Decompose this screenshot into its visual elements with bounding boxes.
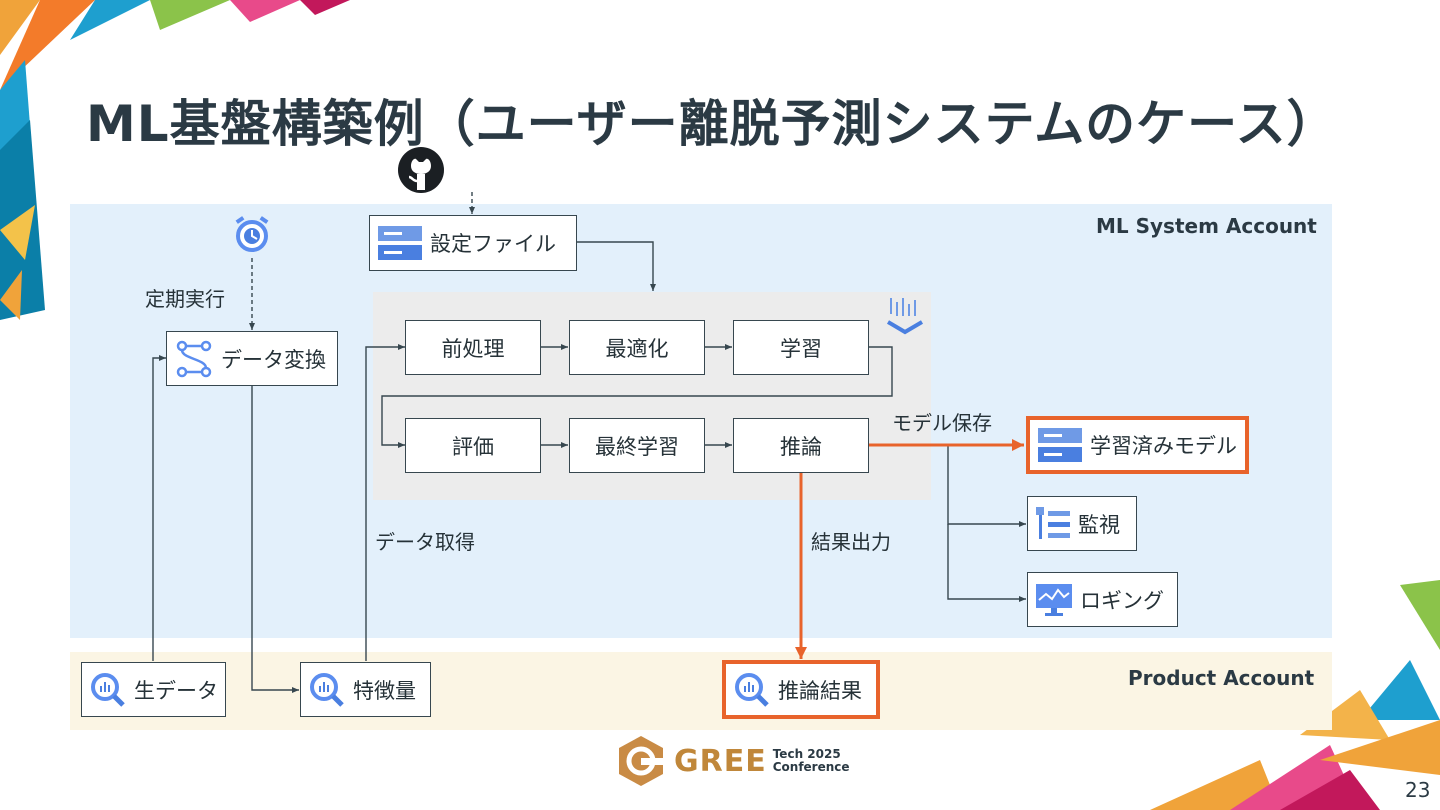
github-icon <box>397 146 445 194</box>
data-transform-node[interactable]: データ変換 <box>166 331 338 386</box>
alarm-clock-icon <box>232 215 272 255</box>
bigquery-icon <box>90 672 126 708</box>
logo-wordmark: GREE <box>674 743 767 779</box>
logging-icon <box>1036 583 1072 616</box>
monitoring-icon <box>1036 506 1070 541</box>
edge-label-data-fetch: データ取得 <box>375 530 475 554</box>
config-file-node[interactable]: 設定ファイル <box>369 215 577 271</box>
trained-model-node[interactable]: 学習済みモデル <box>1026 416 1249 474</box>
inference-node[interactable]: 推論 <box>733 418 869 473</box>
dataflow-icon <box>175 339 213 379</box>
logging-label: ロギング <box>1080 588 1164 613</box>
logo-line-1: Tech 2025 <box>772 747 841 761</box>
logo-line-2: Conference <box>772 760 850 774</box>
gree-tech-conference-logo: GREE Tech 2025 Conference <box>614 734 850 788</box>
features-label: 特徴量 <box>353 678 416 703</box>
logging-node[interactable]: ロギング <box>1027 572 1178 627</box>
data-transform-label: データ変換 <box>221 347 326 372</box>
page-number: 23 <box>1405 778 1431 802</box>
bigquery-icon <box>734 672 770 708</box>
preprocess-node[interactable]: 前処理 <box>405 320 541 375</box>
product-account-region <box>70 652 1332 730</box>
config-file-label: 設定ファイル <box>430 232 556 256</box>
storage-icon <box>378 226 422 260</box>
train-node[interactable]: 学習 <box>733 320 869 375</box>
monitoring-node[interactable]: 監視 <box>1027 496 1137 551</box>
raw-data-node[interactable]: 生データ <box>81 662 226 717</box>
bigquery-icon <box>309 672 345 708</box>
optimize-node[interactable]: 最適化 <box>569 320 705 375</box>
edge-label-save-model: モデル保存 <box>892 411 992 435</box>
inference-result-node[interactable]: 推論結果 <box>722 660 880 719</box>
features-node[interactable]: 特徴量 <box>300 662 431 717</box>
trained-model-label: 学習済みモデル <box>1090 434 1237 458</box>
vertex-pipeline-icon <box>886 296 924 336</box>
inference-result-label: 推論結果 <box>778 678 862 703</box>
monitoring-label: 監視 <box>1078 512 1120 537</box>
ml-account-label: ML System Account <box>1096 214 1317 238</box>
gree-logo-mark <box>619 736 663 786</box>
edge-label-output-result: 結果出力 <box>811 530 891 554</box>
edge-label-scheduled: 定期実行 <box>145 287 225 311</box>
slide-title: ML基盤構築例（ユーザー離脱予測システムのケース） <box>86 95 1338 153</box>
product-account-label: Product Account <box>1128 666 1315 690</box>
raw-data-label: 生データ <box>134 678 218 703</box>
evaluate-node[interactable]: 評価 <box>405 418 541 473</box>
storage-icon <box>1038 428 1082 462</box>
final-train-node[interactable]: 最終学習 <box>569 418 705 473</box>
